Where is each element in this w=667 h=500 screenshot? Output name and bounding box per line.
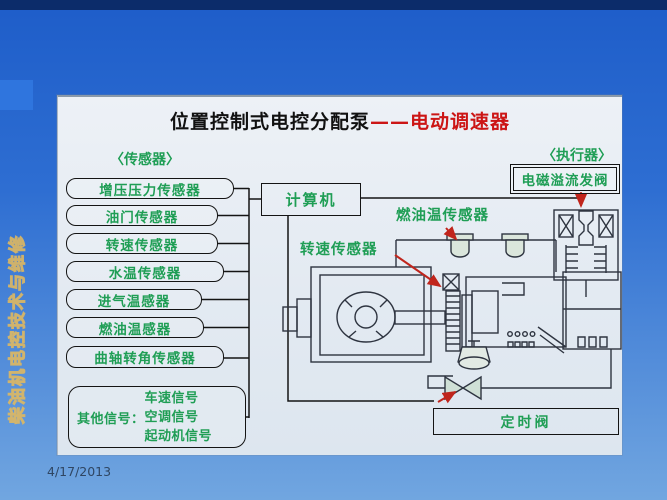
governor-rack-icon	[445, 290, 473, 352]
red-arrow-timing-valve	[437, 390, 457, 404]
bottom-pipes	[427, 349, 612, 389]
timing-valve-box: 定时阀	[433, 408, 619, 435]
speed-sensor-label: 转速传感器	[300, 242, 378, 258]
title-black: 位置控制式电控分配泵	[169, 111, 370, 133]
shaft-stub	[282, 306, 298, 332]
speed-sensor-icon	[442, 273, 460, 291]
content-panel: 位置控制式电控分配泵——电动调速器 〈传感器〉 〈执行器〉 增压压力传感器 油门…	[57, 95, 622, 455]
other-signals-lines: 车速信号 空调信号 起动机信号	[145, 389, 213, 446]
red-arrow-fuel-temp	[443, 226, 458, 241]
watermark-text: 柴油机电控技术与维修	[8, 234, 29, 425]
funnel-icon	[457, 340, 491, 370]
distributor-block	[465, 276, 567, 354]
fuel-plug-icon	[446, 233, 529, 258]
red-arrows	[394, 192, 587, 404]
top-pipe	[395, 239, 557, 272]
other-signals-label: 其他信号：	[77, 411, 145, 427]
computer-box: 计算机	[261, 183, 361, 216]
pump-schematic	[202, 187, 622, 418]
signal-vehicle-speed: 车速信号	[144, 390, 199, 406]
pump-body	[282, 209, 622, 401]
slide-date: 4/17/2013	[47, 464, 112, 479]
sensor-box-throttle: 油门传感器	[66, 205, 218, 226]
delivery-block	[562, 271, 622, 350]
top-accent-bar	[0, 0, 667, 10]
sensor-box-crank-angle: 曲轴转角传感器	[66, 346, 224, 368]
spill-valve-label: 电磁溢流发阀	[513, 167, 617, 191]
left-accent-square	[0, 80, 33, 110]
slide-title: 位置控制式电控分配泵——电动调速器	[58, 107, 622, 134]
signal-starter: 起动机信号	[144, 428, 213, 444]
red-arrow-speed	[394, 254, 442, 288]
spill-valve-box: 电磁溢流发阀	[510, 164, 620, 194]
sensor-box-fuel-temp: 燃油温感器	[66, 317, 204, 338]
sensor-box-water-temp: 水温传感器	[66, 261, 224, 282]
sensor-box-intake-temp: 进气温感器	[66, 289, 202, 310]
sensor-box-speed: 转速传感器	[66, 233, 218, 254]
connector-lines	[202, 187, 579, 418]
sensors-header: 〈传感器〉	[110, 152, 180, 168]
drive-shaft	[394, 310, 446, 325]
title-red: ——电动调速器	[370, 111, 511, 133]
fuel-temp-sensor-label: 燃油温传感器	[396, 208, 489, 224]
solenoid-valve-icon	[553, 209, 619, 297]
signal-air-conditioner: 空调信号	[144, 409, 199, 425]
rotor-icon	[336, 291, 396, 343]
actuators-header: 〈执行器〉	[542, 148, 612, 164]
sensor-box-boost-pressure: 增压压力传感器	[66, 178, 234, 199]
other-signals-box: 其他信号： 车速信号 空调信号 起动机信号	[68, 386, 246, 448]
